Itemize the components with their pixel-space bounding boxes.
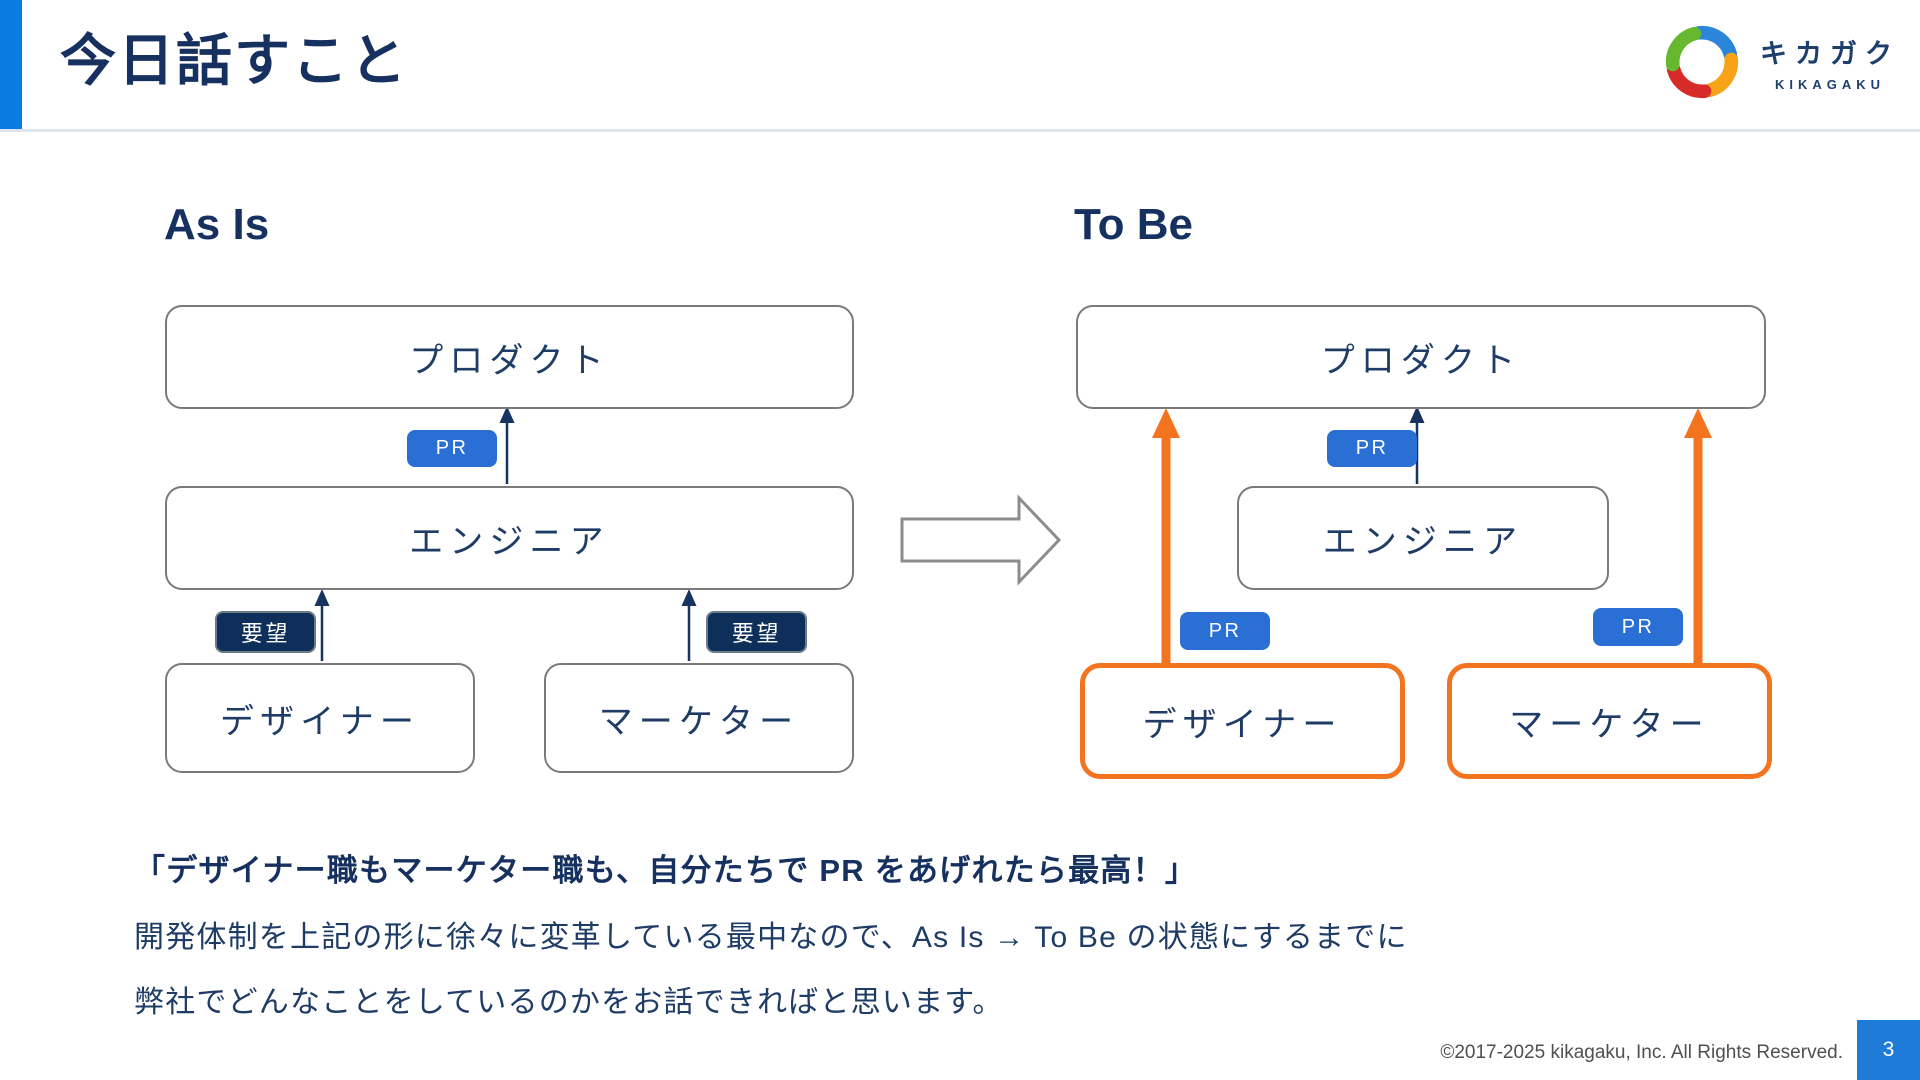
tobe-marketer-arrow-head <box>1684 408 1712 438</box>
tobe-pr-badge-left: PR <box>1180 612 1270 650</box>
asis-request-badge-left: 要望 <box>215 611 316 653</box>
transition-arrow <box>900 494 1062 586</box>
kikagaku-swirl-icon <box>1665 25 1739 99</box>
body-line-3: 弊社でどんなことをしているのかをお話できればと思います。 <box>134 986 1004 1019</box>
asis-marketer-box: マーケター <box>544 663 854 773</box>
tobe-engineer-box: エンジニア <box>1237 486 1609 590</box>
header-divider <box>0 129 1920 132</box>
logo-text: キカガク KIKAGAKU <box>1760 32 1900 92</box>
header-accent-bar <box>0 0 22 129</box>
logo-name-jp: キカガク <box>1760 39 1900 69</box>
kikagaku-logo: キカガク KIKAGAKU <box>1658 18 1900 106</box>
page-title: 今日話すこと <box>60 29 408 92</box>
asis-pr-arrow-head <box>499 406 515 423</box>
asis-heading: As Is <box>164 200 270 249</box>
logo-name-en: KIKAGAKU <box>1774 77 1886 92</box>
copyright-text: ©2017-2025 kikagaku, Inc. All Rights Res… <box>1440 1042 1843 1063</box>
asis-marketer-arrow-head <box>681 589 697 606</box>
asis-pr-badge: PR <box>407 430 497 467</box>
asis-designer-arrow-head <box>314 589 330 606</box>
page-number-badge: 3 <box>1857 1020 1920 1080</box>
asis-product-box: プロダクト <box>165 305 854 409</box>
asis-designer-box: デザイナー <box>165 663 475 773</box>
tobe-pr-badge-right: PR <box>1593 608 1683 646</box>
body-line-2: 開発体制を上記の形に徐々に変革している最中なので、As Is → To Be の… <box>134 921 1408 954</box>
tobe-heading: To Be <box>1074 200 1193 249</box>
asis-request-badge-right: 要望 <box>706 611 807 653</box>
tobe-designer-arrow-head <box>1152 408 1180 438</box>
tobe-marketer-box: マーケター <box>1447 663 1772 779</box>
tobe-pr-arrow-head <box>1409 406 1425 423</box>
asis-engineer-box: エンジニア <box>165 486 854 590</box>
tobe-designer-box: デザイナー <box>1080 663 1405 779</box>
tobe-product-box: プロダクト <box>1076 305 1766 409</box>
body-line-quote: 「デザイナー職もマーケター職も、自分たちで PR をあげれたら最高！」 <box>134 853 1198 888</box>
tobe-pr-badge-center: PR <box>1327 430 1417 467</box>
